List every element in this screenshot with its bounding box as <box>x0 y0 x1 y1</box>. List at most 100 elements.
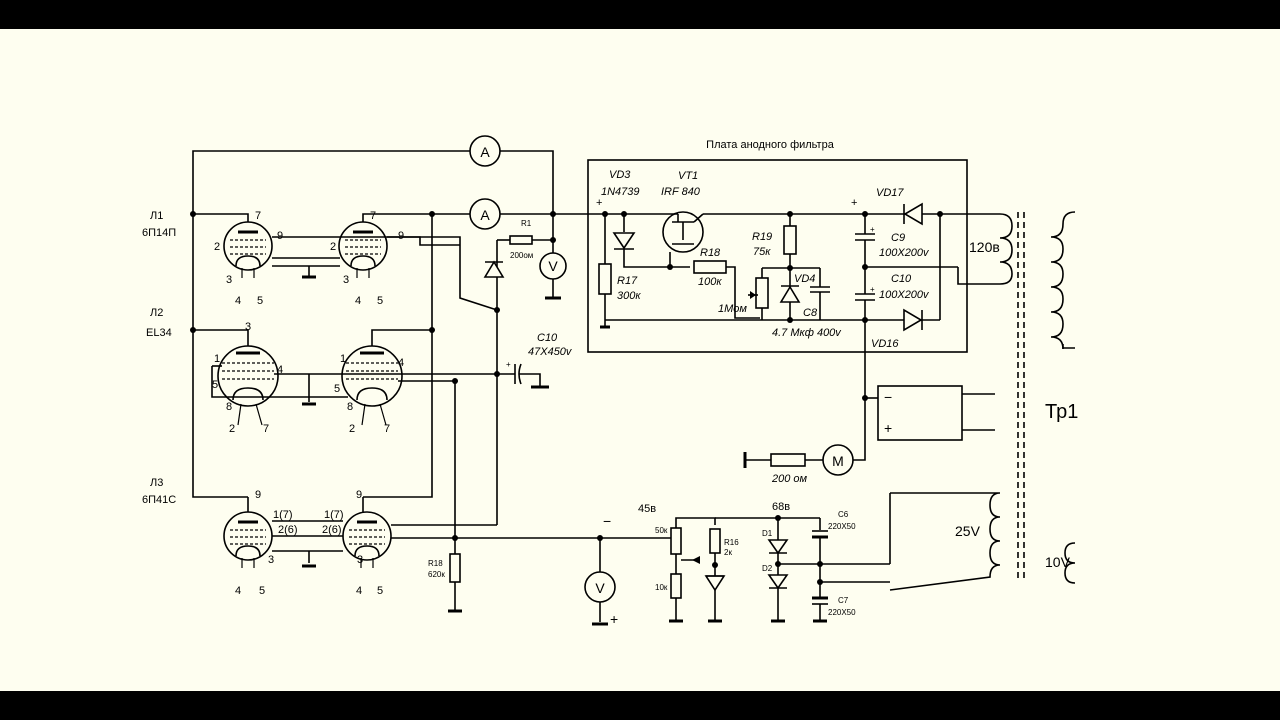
svg-text:R18: R18 <box>700 247 721 259</box>
svg-text:D2: D2 <box>762 564 773 573</box>
ammeter-top <box>469 135 501 167</box>
svg-text:4.7 Мкф 400v: 4.7 Мкф 400v <box>772 327 842 339</box>
r18b-label: R18 <box>428 559 443 568</box>
schematic-sheet: A A V R1 200ом Л1 6П14П 7 7 9 9 2 2 3 3 … <box>0 29 1280 691</box>
r1-value: 200ом <box>510 251 533 260</box>
svg-text:4: 4 <box>235 295 241 307</box>
schematic-diagram: A A V R1 200ом Л1 6П14П 7 7 9 9 2 2 3 3 … <box>142 135 1078 627</box>
svg-text:1N4739: 1N4739 <box>601 186 640 198</box>
svg-text:3: 3 <box>357 554 363 566</box>
svg-text:5: 5 <box>257 295 263 307</box>
power-module <box>877 385 963 441</box>
zener-vd4 <box>779 285 801 303</box>
potentiometer-1mom <box>755 277 769 309</box>
c10a-value: 47Х450v <box>528 346 573 358</box>
svg-text:1(7): 1(7) <box>273 509 293 521</box>
svg-text:9: 9 <box>356 489 362 501</box>
resistor-200om <box>770 453 806 467</box>
svg-text:10к: 10к <box>655 583 668 592</box>
svg-text:3: 3 <box>226 274 232 286</box>
l1-label: Л1 <box>150 210 163 222</box>
r1-label: R1 <box>521 219 532 228</box>
svg-text:2(6): 2(6) <box>278 524 298 536</box>
svg-text:C10: C10 <box>891 273 912 285</box>
l1-type: 6П14П <box>142 227 176 239</box>
svg-text:C9: C9 <box>891 232 905 244</box>
svg-text:VD17: VD17 <box>876 187 904 199</box>
svg-text:100Х200v: 100Х200v <box>879 289 930 301</box>
svg-text:7: 7 <box>370 210 376 222</box>
svg-text:50к: 50к <box>655 526 668 535</box>
c10a-label: C10 <box>537 332 558 344</box>
svg-text:+: + <box>610 611 618 627</box>
svg-text:5: 5 <box>334 383 340 395</box>
diode-d1 <box>767 539 789 555</box>
svg-text:220Х50: 220Х50 <box>828 522 856 531</box>
svg-text:R19: R19 <box>752 231 772 243</box>
svg-text:200 ом: 200 ом <box>771 473 808 485</box>
svg-text:+: + <box>596 197 602 209</box>
svg-text:8: 8 <box>347 401 353 413</box>
svg-text:7: 7 <box>255 210 261 222</box>
board-title: Плата анодного фильтра <box>706 139 835 151</box>
l3-label: Л3 <box>150 477 163 489</box>
svg-text:V: V <box>595 580 605 596</box>
svg-text:100к: 100к <box>698 276 722 288</box>
anode-filter-board: Плата анодного фильтра VD3 1N4739 VT1 IR… <box>587 139 968 353</box>
ammeter-mid-label: A <box>480 207 490 223</box>
svg-text:C7: C7 <box>838 596 849 605</box>
l3-type: 6П41С <box>142 494 176 506</box>
svg-text:9: 9 <box>277 230 283 242</box>
v120-label: 120в <box>969 239 1000 255</box>
svg-text:1Мом: 1Мом <box>718 303 747 315</box>
svg-text:4: 4 <box>398 357 404 369</box>
v68-label: 68в <box>772 501 790 513</box>
tr1-label: Тр1 <box>1045 401 1078 423</box>
v10-label: 10V <box>1045 554 1071 570</box>
svg-text:−: − <box>603 513 611 529</box>
resistor-r18-620k <box>449 553 461 583</box>
svg-text:2: 2 <box>349 423 355 435</box>
svg-text:1: 1 <box>340 353 346 365</box>
l2-type: EL34 <box>146 327 172 339</box>
svg-text:+: + <box>870 225 875 234</box>
svg-text:1(7): 1(7) <box>324 509 344 521</box>
v45-label: 45в <box>638 503 656 515</box>
svg-text:M: M <box>832 453 844 469</box>
svg-text:IRF 840: IRF 840 <box>661 186 701 198</box>
svg-text:4: 4 <box>356 585 362 597</box>
svg-text:+: + <box>851 197 857 209</box>
voltmeter-top-label: V <box>548 258 558 274</box>
svg-text:D1: D1 <box>762 529 773 538</box>
svg-text:4: 4 <box>277 364 283 376</box>
svg-text:7: 7 <box>384 423 390 435</box>
zener-vd3 <box>612 232 636 250</box>
resistor-r16 <box>709 528 721 554</box>
svg-text:3: 3 <box>268 554 274 566</box>
resistor-r1 <box>509 235 533 245</box>
svg-text:5: 5 <box>377 295 383 307</box>
svg-text:100Х200v: 100Х200v <box>879 247 930 259</box>
svg-text:5: 5 <box>377 585 383 597</box>
tube-section: A A V R1 200ом Л1 6П14П 7 7 9 9 2 2 3 3 … <box>142 135 600 613</box>
l2-label: Л2 <box>150 307 163 319</box>
svg-text:8: 8 <box>226 401 232 413</box>
svg-text:R17: R17 <box>617 275 638 287</box>
diode-d2 <box>767 574 789 590</box>
svg-text:75к: 75к <box>753 246 771 258</box>
zener-bias <box>704 575 726 592</box>
voltmeter-top <box>539 252 567 280</box>
svg-text:4: 4 <box>235 585 241 597</box>
svg-text:VD4: VD4 <box>794 273 815 285</box>
transformer: 120в Тр1 25V 10V <box>889 211 1078 591</box>
svg-text:2к: 2к <box>724 548 732 557</box>
svg-text:C6: C6 <box>838 510 849 519</box>
svg-text:220Х50: 220Х50 <box>828 608 856 617</box>
svg-text:9: 9 <box>255 489 261 501</box>
svg-text:2: 2 <box>229 423 235 435</box>
svg-text:VD3: VD3 <box>609 169 631 181</box>
r18b-value: 620к <box>428 570 445 579</box>
mosfet-vt1 <box>662 211 704 253</box>
svg-text:1: 1 <box>214 353 220 365</box>
